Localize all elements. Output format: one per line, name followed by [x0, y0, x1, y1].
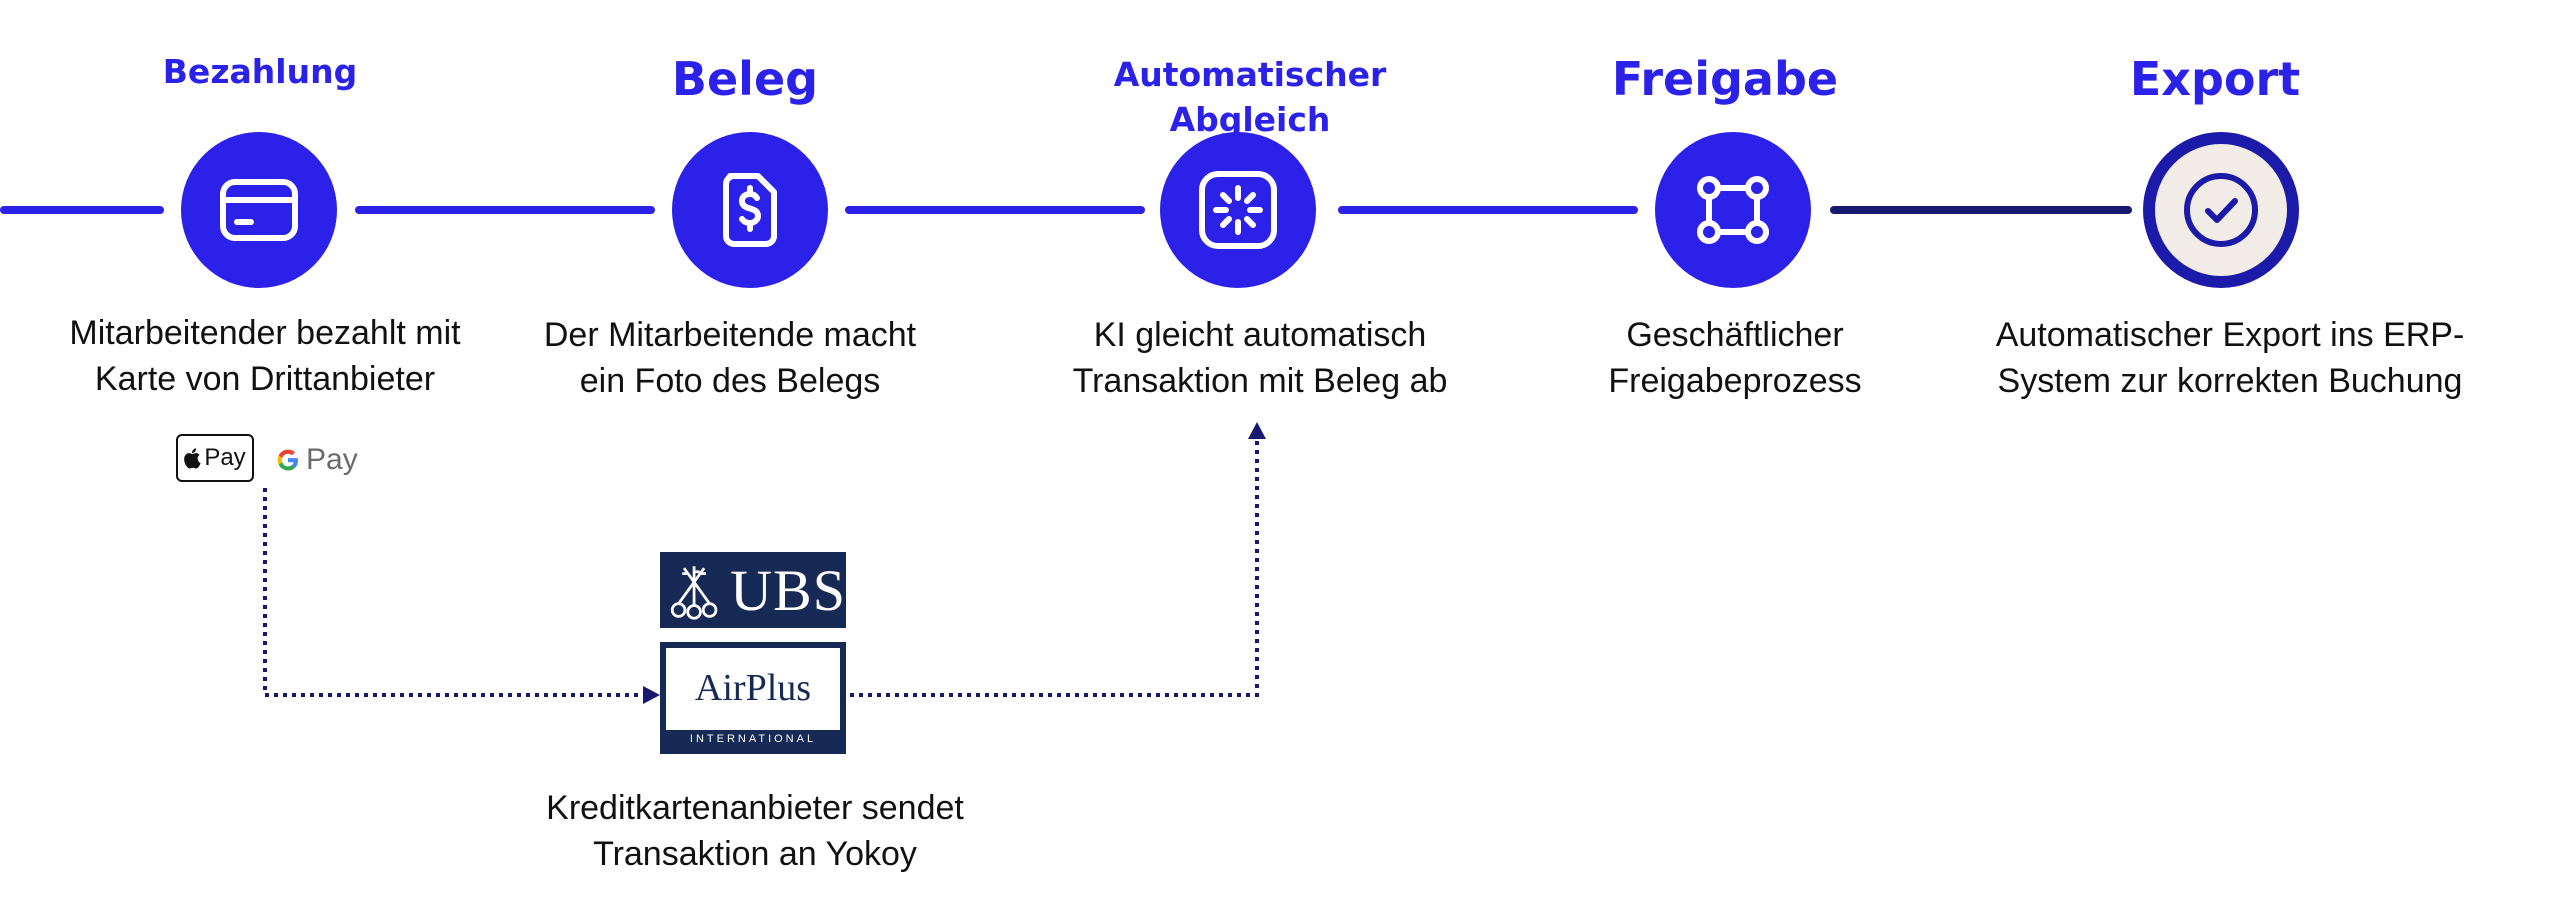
credit-card-icon — [217, 168, 301, 252]
step-circle-freigabe — [1655, 132, 1811, 288]
step-circle-abgleich — [1160, 132, 1316, 288]
step-title-bezahlung: Bezahlung — [162, 52, 358, 91]
step-circle-export — [2143, 132, 2299, 288]
connector-line — [1338, 206, 1638, 214]
check-circle-icon — [2179, 168, 2263, 252]
step-desc-export: Automatischer Export ins ERP- System zur… — [1995, 316, 2465, 400]
apple-logo-icon — [184, 448, 201, 469]
step-title-beleg: Beleg — [671, 52, 819, 106]
step-desc-bezahlung: Mitarbeitender bezahlt mit Karte von Dri… — [69, 314, 461, 398]
google-pay-badge: Pay — [274, 440, 358, 480]
airplus-wordmark: AirPlus — [694, 667, 812, 709]
google-logo-icon — [277, 449, 298, 471]
step-circle-bezahlung — [181, 132, 337, 288]
step-circle-beleg — [672, 132, 828, 288]
step-title-freigabe: Freigabe — [1611, 52, 1839, 106]
step-desc-freigabe: Geschäftlicher Freigabeprozess — [1608, 316, 1862, 400]
ubs-wordmark: UBS — [730, 557, 846, 623]
google-pay-label: Pay — [306, 443, 358, 476]
airplus-subline: INTERNATIONAL — [689, 733, 817, 745]
apple-pay-badge: Pay — [176, 434, 254, 482]
step-title-export: Export — [2129, 52, 2301, 106]
connector-line — [0, 206, 164, 214]
connector-line — [845, 206, 1145, 214]
workflow-icon — [1691, 168, 1775, 252]
provider-desc: Kreditkartenanbieter sendet Transaktion … — [546, 789, 964, 873]
step-desc-beleg: Der Mitarbeitende macht ein Foto des Bel… — [543, 316, 917, 400]
step-desc-abgleich: KI gleicht automatisch Transaktion mit B… — [1072, 316, 1448, 400]
connector-line — [355, 206, 655, 214]
airplus-logo: AirPlus INTERNATIONAL — [660, 642, 846, 754]
receipt-dollar-icon — [708, 168, 792, 252]
loader-icon — [1196, 168, 1280, 252]
ubs-logo: UBS — [660, 552, 846, 628]
ubs-keys-icon — [670, 566, 718, 620]
connector-line — [1830, 206, 2132, 214]
apple-pay-label: Pay — [204, 444, 246, 471]
